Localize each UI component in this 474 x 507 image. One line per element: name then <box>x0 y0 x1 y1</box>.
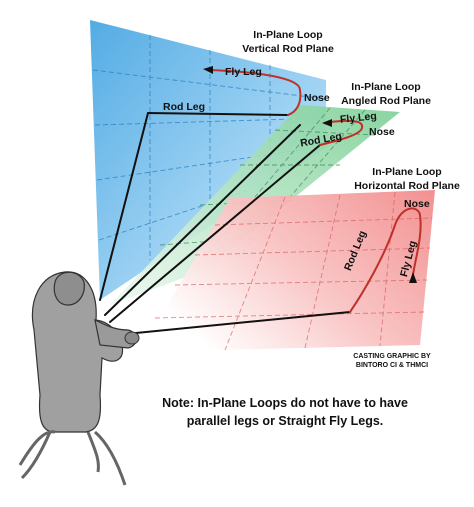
angled-title-line2: Angled Rod Plane <box>341 95 431 107</box>
vertical-rod-leg-label: Rod Leg <box>163 101 205 113</box>
angled-nose-label: Nose <box>369 126 395 138</box>
diagram-note: Note: In-Plane Loops do not have to have… <box>140 394 430 430</box>
horizontal-nose-label: Nose <box>404 198 430 210</box>
vertical-loop <box>209 69 302 116</box>
rod-legs <box>99 111 351 336</box>
horizontal-plane-title: In-Plane Loop Horizontal Rod Plane <box>345 165 469 193</box>
angled-rod-leg <box>109 144 321 323</box>
vertical-plane-surface <box>90 20 326 300</box>
horizontal-title-line1: In-Plane Loop <box>372 166 442 178</box>
fly-tips <box>203 66 417 283</box>
casting-credit: CASTING GRAPHIC BY BINTORO CI & THMCI <box>342 352 442 370</box>
vertical-title-line2: Vertical Rod Plane <box>242 43 334 55</box>
water-ripples <box>18 430 127 486</box>
angler-figure <box>18 271 140 486</box>
vertical-title-line1: In-Plane Loop <box>253 29 323 41</box>
vertical-fly-leg-label: Fly Leg <box>225 66 262 78</box>
angler-head <box>53 271 85 306</box>
angled-plane-title: In-Plane Loop Angled Rod Plane <box>330 80 442 108</box>
note-line1: Note: In-Plane Loops do not have to have <box>162 396 408 410</box>
angled-fly-icon <box>322 119 332 127</box>
vertical-nose-label: Nose <box>304 92 330 104</box>
credit-line2: BINTORO CI & THMCI <box>355 362 429 369</box>
horizontal-title-line2: Horizontal Rod Plane <box>354 180 460 192</box>
angler-hand <box>124 331 140 345</box>
horizontal-plane-grid <box>154 191 433 351</box>
vertical-rod-leg <box>99 111 289 301</box>
angled-loop <box>319 119 364 146</box>
horizontal-fly-icon <box>409 272 417 283</box>
horizontal-rod-plane <box>140 190 435 352</box>
horizontal-rod-line <box>114 311 351 336</box>
horizontal-loop <box>349 207 422 313</box>
vertical-fly-icon <box>203 66 213 74</box>
note-line2: parallel legs or Straight Fly Legs. <box>186 414 384 428</box>
credit-line1: CASTING GRAPHIC BY <box>353 353 431 360</box>
horizontal-plane-surface <box>140 190 435 352</box>
vertical-plane-title: In-Plane Loop Vertical Rod Plane <box>228 28 348 56</box>
angled-title-line1: In-Plane Loop <box>351 81 421 93</box>
angled-rod-line <box>104 124 301 316</box>
loops <box>209 69 422 313</box>
